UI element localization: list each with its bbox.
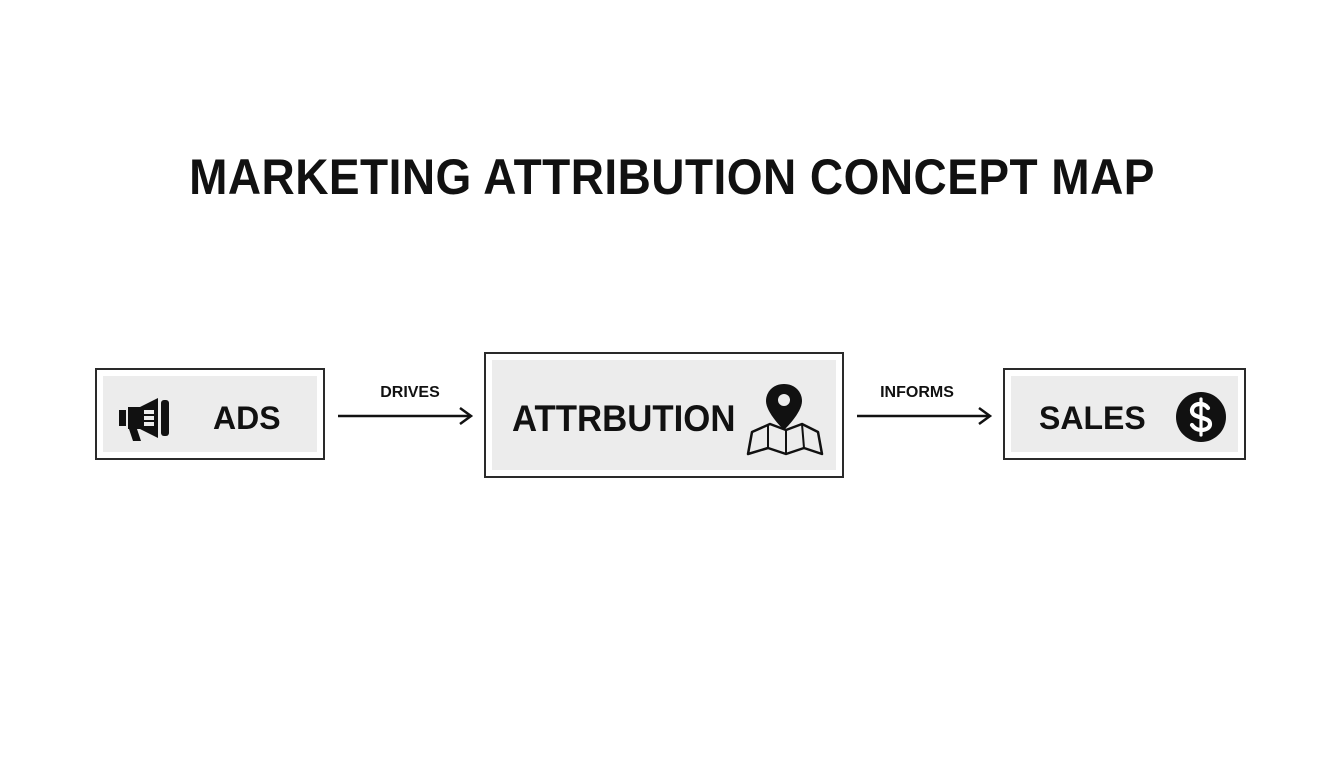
node-ads: ADS [95, 368, 325, 460]
node-ads-body: ADS [103, 376, 317, 452]
node-attribution: ATTRBUTION [484, 352, 844, 478]
diagram-title: MARKETING ATTRIBUTION CONCEPT MAP [189, 149, 1155, 205]
node-ads-label: ADS [213, 400, 281, 436]
node-sales-body: SALES [1011, 376, 1238, 452]
map-pin-icon [746, 384, 824, 456]
node-sales: SALES [1003, 368, 1246, 460]
node-attribution-body: ATTRBUTION [492, 360, 836, 470]
megaphone-icon [119, 398, 169, 441]
node-attribution-label: ATTRBUTION [512, 398, 736, 439]
edge-label-drives: DRIVES [380, 384, 440, 401]
dollar-coin-icon [1176, 392, 1226, 442]
node-sales-label: SALES [1039, 400, 1146, 436]
edge-arrow-informs [857, 406, 993, 426]
edge-arrow-drives [338, 406, 474, 426]
edge-label-informs: INFORMS [880, 384, 954, 401]
